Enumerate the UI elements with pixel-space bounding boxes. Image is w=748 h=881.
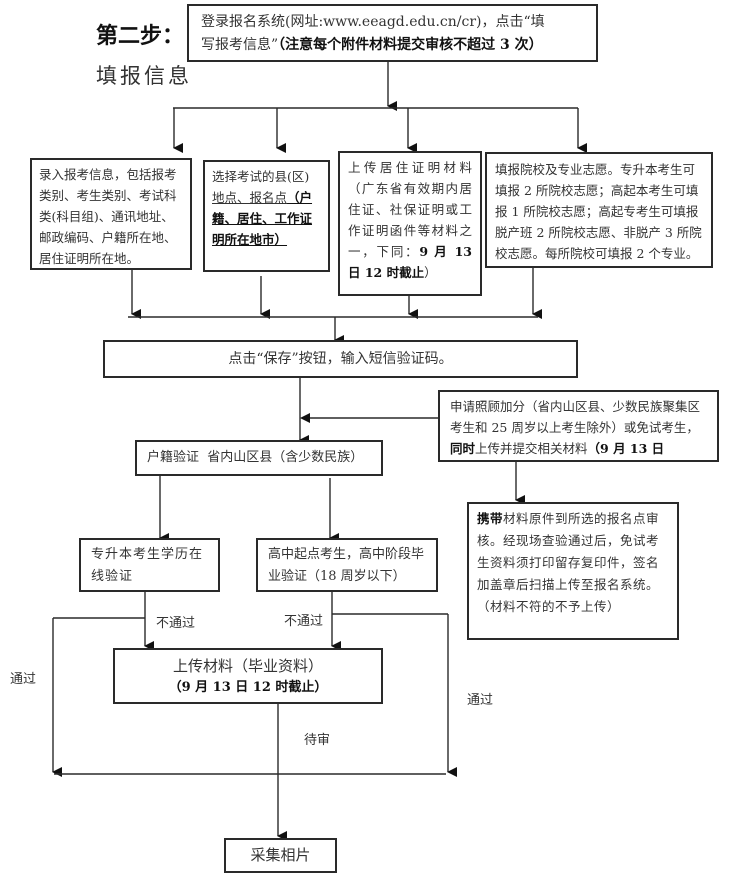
select-county-box: 选择考试的县(区) 地点、报名点（户籍、居住、工作证明所在地市）	[203, 160, 330, 272]
school-choice-box: 填报院校及专业志愿。专升本考生可填报 2 所院校志愿；高起本考生可填报 1 所院…	[485, 152, 713, 268]
pass-label-left: 通过	[10, 672, 37, 687]
enter-info-text: 录入报考信息，包括报考类别、考生类别、考试科类(科目组)、通讯地址、邮政编码、户…	[39, 167, 177, 266]
county-text: 选择考试的县(区)	[212, 169, 310, 184]
upgrade-verify-box: 专升本考生学历在线验证	[79, 538, 220, 592]
arrowhead-left	[300, 413, 310, 423]
carry-text: 材料原件到所选的报名点审核。经现场查验通过后，免试考生资料须打印留存复印件，签名…	[477, 511, 660, 614]
residence-deadline: 9 月 13 日 12 时截止	[348, 244, 472, 280]
residence-text: 上传居住证明材料（广东省有效期内居住证、社保证明或工作证明函件等材料之一，下同：	[348, 160, 472, 259]
carry-originals-box: 携带材料原件到所选的报名点审核。经现场查验通过后，免试考生资料须打印留存复印件，…	[467, 502, 679, 640]
collect-photo-box: 采集相片	[224, 838, 337, 873]
bonus-simultaneous: 同时	[450, 441, 476, 456]
step-title: 第二步：	[96, 24, 185, 49]
school-choice-text: 填报院校及专业志愿。专升本考生可填报 2 所院校志愿；高起本考生可填报 1 所院…	[495, 162, 702, 261]
bonus-text: 申请照顾加分（省内山区县、少数民族聚集区考生和 25 周岁以上考生除外）或免试考…	[450, 399, 701, 435]
upload-graduation-box: 上传材料（毕业资料） （9 月 13 日 12 时截止）	[113, 648, 383, 704]
bonus-deadline: （9 月 13 日	[587, 441, 665, 456]
highschool-verify-text: 高中起点考生，高中阶段毕业验证（18 周岁以下）	[268, 547, 425, 584]
bonus-points-box: 申请照顾加分（省内山区县、少数民族聚集区考生和 25 周岁以上考生除外）或免试考…	[438, 390, 719, 462]
step-subtitle: 填报信息	[96, 64, 192, 88]
save-verify-box: 点击“保存”按钮，输入短信验证码。	[103, 340, 578, 378]
login-line-2-normal: 写报考信息”	[201, 37, 279, 53]
upload-graduation-deadline: （9 月 13 日 12 时截止）	[168, 680, 328, 695]
residence-text-end: ）	[424, 265, 437, 280]
collect-photo-text: 采集相片	[250, 846, 311, 864]
login-system-box: 登录报名系统(网址:www.eeagd.edu.cn/cr)，点击“填 写报考信…	[187, 4, 598, 62]
pending-label: 待审	[304, 733, 331, 748]
pass-label-right: 通过	[467, 693, 494, 708]
hukou-verify-text: 户籍验证 省内山区县（含少数民族）	[147, 450, 364, 465]
fail-label-left: 不通过	[156, 616, 196, 631]
county-note: （户籍、居住、工作证明所在地市）	[212, 190, 313, 247]
save-verify-text: 点击“保存”按钮，输入短信验证码。	[228, 351, 453, 367]
highschool-verify-box: 高中起点考生，高中阶段毕业验证（18 周岁以下）	[256, 538, 438, 592]
bonus-upload-text: 上传并提交相关材料	[475, 441, 588, 456]
county-location-text: 地点、报名点	[212, 190, 288, 205]
upload-graduation-title: 上传材料（毕业资料）	[172, 657, 323, 675]
upgrade-verify-text: 专升本考生学历在线验证	[91, 547, 204, 584]
fail-label-right: 不通过	[284, 614, 324, 629]
carry-bold-text: 携带	[477, 511, 504, 526]
login-line-2: 写报考信息”（注意每个附件材料提交审核不超过 3 次）	[201, 34, 584, 57]
login-line-1: 登录报名系统(网址:www.eeagd.edu.cn/cr)，点击“填	[201, 14, 545, 30]
login-attempts-note: （注意每个附件材料提交审核不超过 3 次）	[278, 37, 543, 53]
hukou-verify-box: 户籍验证 省内山区县（含少数民族）	[135, 440, 383, 476]
upload-residence-box: 上传居住证明材料（广东省有效期内居住证、社保证明或工作证明函件等材料之一，下同：…	[338, 151, 482, 296]
enter-info-box: 录入报考信息，包括报考类别、考生类别、考试科类(科目组)、通讯地址、邮政编码、户…	[30, 158, 192, 270]
